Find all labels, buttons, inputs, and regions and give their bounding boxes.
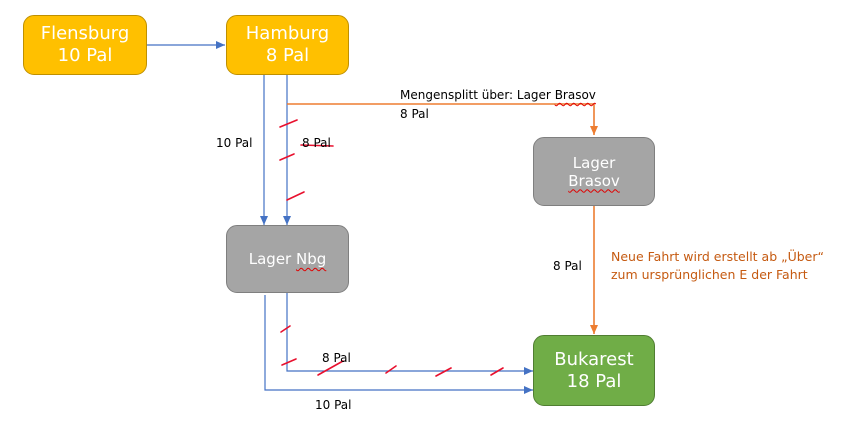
label-nbg-bukarest-lower: 10 Pal: [315, 398, 352, 412]
node-line2: Brasov: [568, 171, 620, 190]
strike-mark: [490, 367, 504, 376]
node-name: Bukarest: [554, 348, 634, 370]
strike-mark: [385, 365, 397, 374]
label-brasov-bukarest: 8 Pal: [553, 259, 582, 273]
strike-mark: [435, 367, 452, 377]
note-line1: Neue Fahrt wird erstellt ab „Über“: [611, 249, 824, 264]
node-lager-nbg[interactable]: Lager Nbg: [226, 225, 349, 293]
label-hamburg-nbg-left: 10 Pal: [216, 136, 253, 150]
strike-marks: [279, 119, 504, 377]
arrow-hamburg-brasov-split: [287, 103, 598, 135]
strike-mark: [280, 325, 291, 333]
node-line1: Lager: [572, 153, 616, 172]
node-prefix: Lager: [248, 250, 296, 268]
note-line2: zum ursprünglichen E der Fahrt: [611, 267, 808, 283]
node-flensburg[interactable]: Flensburg 10 Pal: [23, 15, 147, 75]
split-title-prefix: Mengensplitt über: Lager: [400, 88, 555, 102]
node-name: Hamburg: [245, 23, 330, 45]
split-title: Mengensplitt über: Lager Brasov: [400, 88, 596, 102]
label-hamburg-nbg-right-struck: 8 Pal: [302, 136, 331, 150]
note-new-trip: Neue Fahrt wird erstellt ab „Über“ zum u…: [611, 248, 824, 284]
split-qty: 8 Pal: [400, 107, 429, 121]
node-qty: 18 Pal: [566, 370, 622, 392]
split-title-suffix: Brasov: [554, 88, 596, 102]
node-qty: 8 Pal: [265, 45, 310, 66]
arrow-nbg-bukarest-8pal: [286, 293, 533, 375]
node-name: Flensburg: [40, 23, 130, 45]
node-hamburg[interactable]: Hamburg 8 Pal: [226, 15, 349, 75]
strike-mark: [281, 358, 297, 366]
strike-mark: [279, 153, 295, 161]
label-nbg-bukarest-upper: 8 Pal: [322, 351, 351, 365]
strike-mark: [317, 360, 344, 376]
node-suffix: Nbg: [295, 250, 327, 268]
strike-through-8pal: [300, 144, 334, 147]
arrow-nbg-bukarest-10pal: [264, 295, 533, 394]
node-qty: 10 Pal: [57, 45, 113, 66]
node-bukarest[interactable]: Bukarest 18 Pal: [533, 335, 655, 406]
node-lager-brasov[interactable]: Lager Brasov: [533, 137, 655, 206]
strike-mark: [279, 119, 298, 128]
strike-mark: [286, 191, 305, 201]
